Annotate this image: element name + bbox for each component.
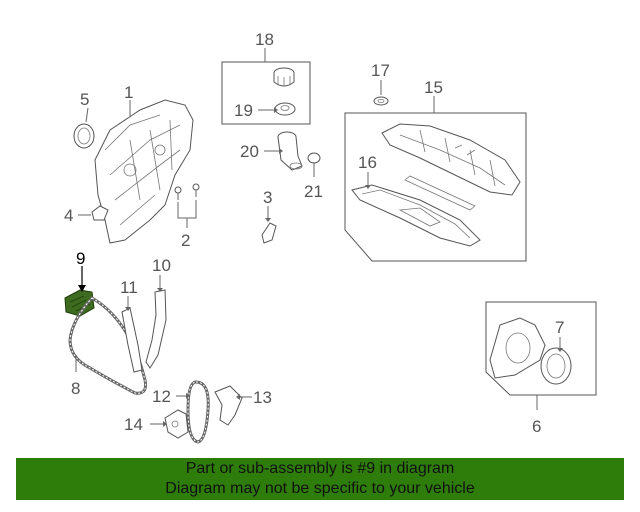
part-20-filler-tube[interactable]	[277, 131, 303, 171]
part-7-rear-main-seal[interactable]	[540, 347, 572, 385]
part-15-gasket-strip[interactable]	[404, 175, 476, 211]
callout-12: 12	[152, 387, 171, 406]
banner-line-2: Diagram may not be specific to your vehi…	[165, 480, 475, 497]
callout-8: 8	[71, 379, 80, 398]
part-10-tensioner-rail[interactable]	[145, 289, 167, 369]
part-16-cover-gasket[interactable]	[351, 184, 481, 247]
callout-14: 14	[124, 415, 143, 434]
callout-5: 5	[80, 90, 89, 109]
callout-1: 1	[124, 83, 133, 102]
parts-diagram: 1 5 2 4 18 19 20	[64, 30, 597, 444]
part-4-gasket[interactable]	[91, 205, 109, 221]
part-14-bracket[interactable]	[164, 409, 189, 439]
part-18-group-box	[221, 61, 311, 125]
part-6-seal-retainer[interactable]	[489, 317, 546, 379]
part-13-guide[interactable]	[214, 385, 243, 426]
callout-15: 15	[424, 78, 443, 97]
callout-16: 16	[358, 153, 377, 172]
part-18-oil-filler-cap[interactable]	[273, 67, 295, 87]
part-21-o-ring[interactable]	[307, 152, 321, 164]
callout-2: 2	[181, 231, 190, 250]
banner-line-1: Part or sub-assembly is #9 in diagram	[185, 460, 455, 477]
callout-9: 9	[76, 249, 85, 268]
callout-4: 4	[64, 206, 73, 225]
callout-13: 13	[253, 388, 272, 407]
part-12-chain[interactable]	[186, 380, 210, 444]
part-19-seal-ring[interactable]	[274, 102, 296, 116]
part-6-group-box	[485, 301, 597, 396]
info-banner: Part or sub-assembly is #9 in diagram Di…	[16, 458, 624, 500]
callout-19: 19	[234, 101, 253, 120]
part-5-seal[interactable]	[73, 123, 95, 149]
part-3-bracket[interactable]	[261, 222, 277, 244]
part-1-timing-cover[interactable]	[94, 99, 194, 244]
callout-20: 20	[240, 142, 259, 161]
callout-6: 6	[532, 417, 541, 436]
callout-21: 21	[304, 182, 323, 201]
callout-11: 11	[120, 278, 138, 297]
callout-17: 17	[371, 61, 390, 80]
callout-10: 10	[152, 256, 171, 275]
callout-3: 3	[263, 188, 272, 207]
part-11-chain-guide[interactable]	[121, 307, 143, 373]
part-17-washer[interactable]	[373, 96, 389, 106]
callout-18: 18	[255, 30, 274, 49]
part-15-valve-cover[interactable]	[381, 123, 521, 196]
part-2-dowels[interactable]	[174, 183, 200, 200]
callout-7: 7	[555, 318, 564, 337]
part-15-group-box	[344, 112, 527, 262]
